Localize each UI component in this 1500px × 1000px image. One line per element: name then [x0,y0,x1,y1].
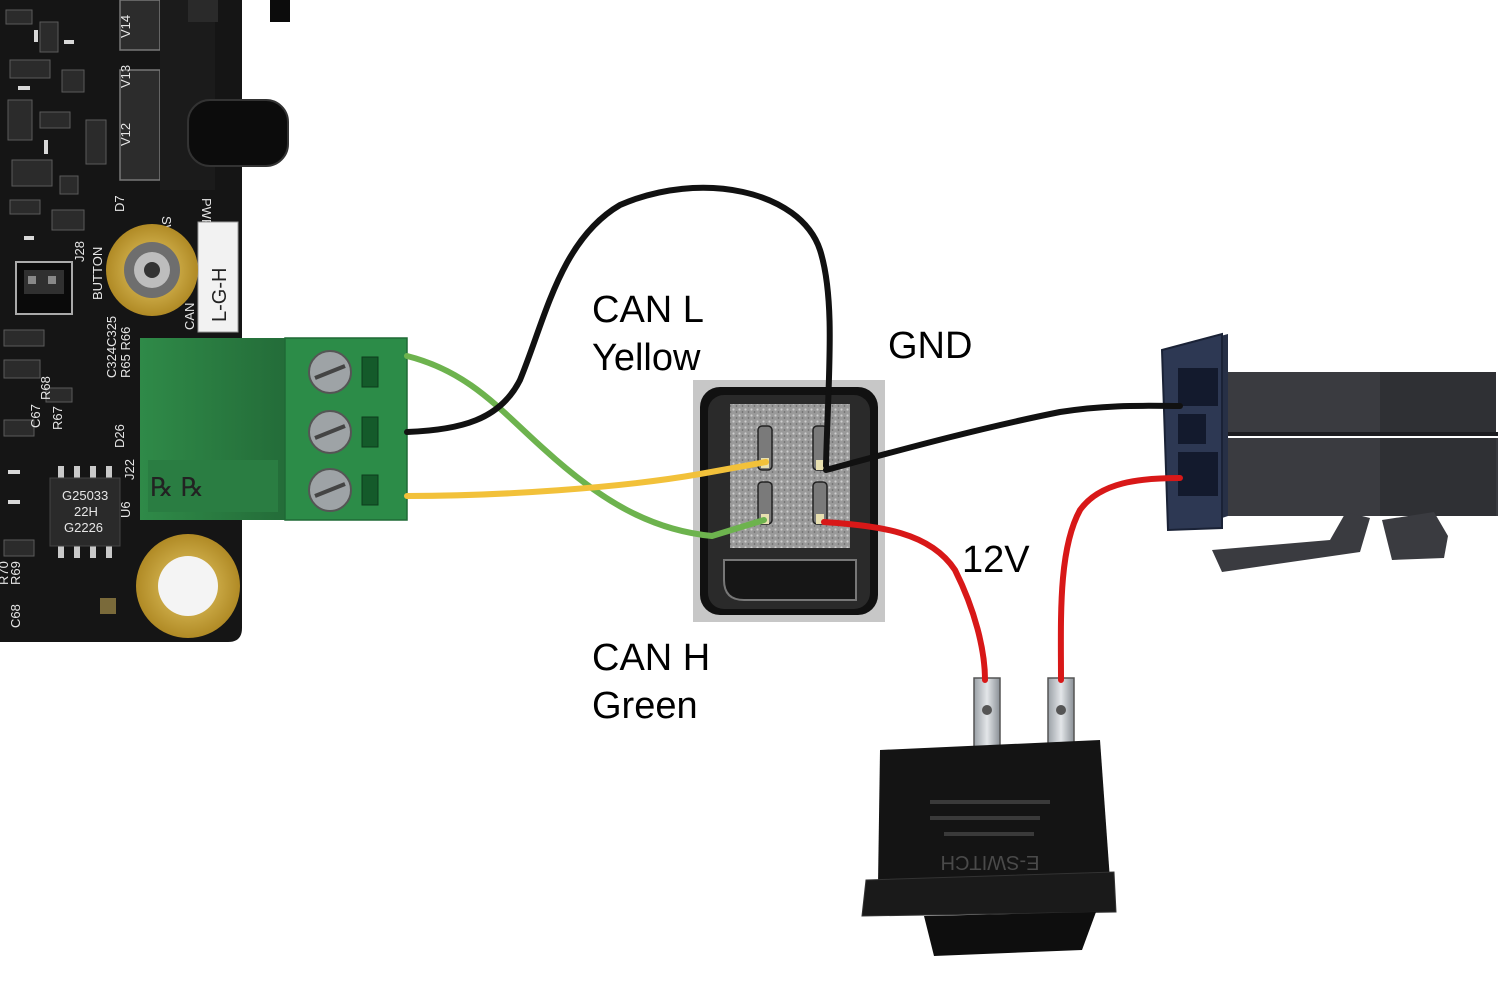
label-can-l-name: CAN L [592,289,704,331]
chip-line-3: G2226 [64,520,103,535]
silk-v12: V12 [118,123,133,146]
label-can-h: CAN H Green [592,634,710,730]
terminal-screw-1 [308,350,352,394]
chip-line-1: G25033 [62,488,108,503]
silk-v13: V13 [118,65,133,88]
silk-c67: C67 [28,404,43,428]
molex-power-connector [1160,332,1498,572]
wire-gnd-black-loop [404,184,833,469]
silk-can-pinout: L-G-H [209,268,231,322]
silk-pwr: PWR [199,198,214,228]
label-can-l-color: Yellow [592,337,701,379]
silk-can-header: CAN [182,303,197,330]
silk-u6: U6 [118,501,133,518]
mounting-hole-upper [106,224,198,316]
label-gnd: GND [888,325,973,367]
silk-c324-c325: C324C325 [104,316,119,378]
wire-can-l-yellow [404,459,769,499]
wire-gnd-black-molex [823,402,1183,473]
silk-c68: C68 [8,604,23,628]
mounting-hole-lower [136,534,240,638]
wires [404,184,1183,683]
silk-d7: D7 [112,195,127,212]
terminal-screw-2 [308,410,352,454]
silk-j28: J28 [72,241,87,262]
silk-button: BUTTON [90,247,105,300]
svg-text:℞ ℞: ℞ ℞ [150,472,204,502]
label-can-h-color: Green [592,685,698,727]
label-12v: 12V [962,539,1030,581]
chip-line-2: 22H [74,504,98,519]
silk-d26: D26 [112,424,127,448]
transceiver-chip: G25033 22H G2226 [49,466,121,558]
label-can-h-name: CAN H [592,637,711,679]
switch-brand-marking: E-SWITCH [941,851,1040,873]
silk-r68: R68 [38,376,53,400]
wire-12v-red-to-switch [821,519,988,683]
silk-j22: J22 [122,459,137,480]
silk-r70: R70 [0,561,11,585]
wire-12v-red-to-molex [1057,475,1183,683]
silk-r65-r66: R65 R66 [118,327,133,378]
label-can-l: CAN L Yellow [592,286,704,382]
wire-can-h-green [404,353,767,539]
terminal-screw-3 [308,468,352,512]
rocker-switch: E-SWITCH [861,677,1117,956]
silk-r67: R67 [50,406,65,430]
silk-v14: V14 [118,15,133,38]
can-power-connector [693,380,885,622]
silk-r69: R69 [8,561,23,585]
controller-board: V14 V13 V12 D7 SW3 PWR BUTTON J28 CAN C3… [0,0,290,642]
can-terminal-block: ℞ ℞ [140,337,408,521]
